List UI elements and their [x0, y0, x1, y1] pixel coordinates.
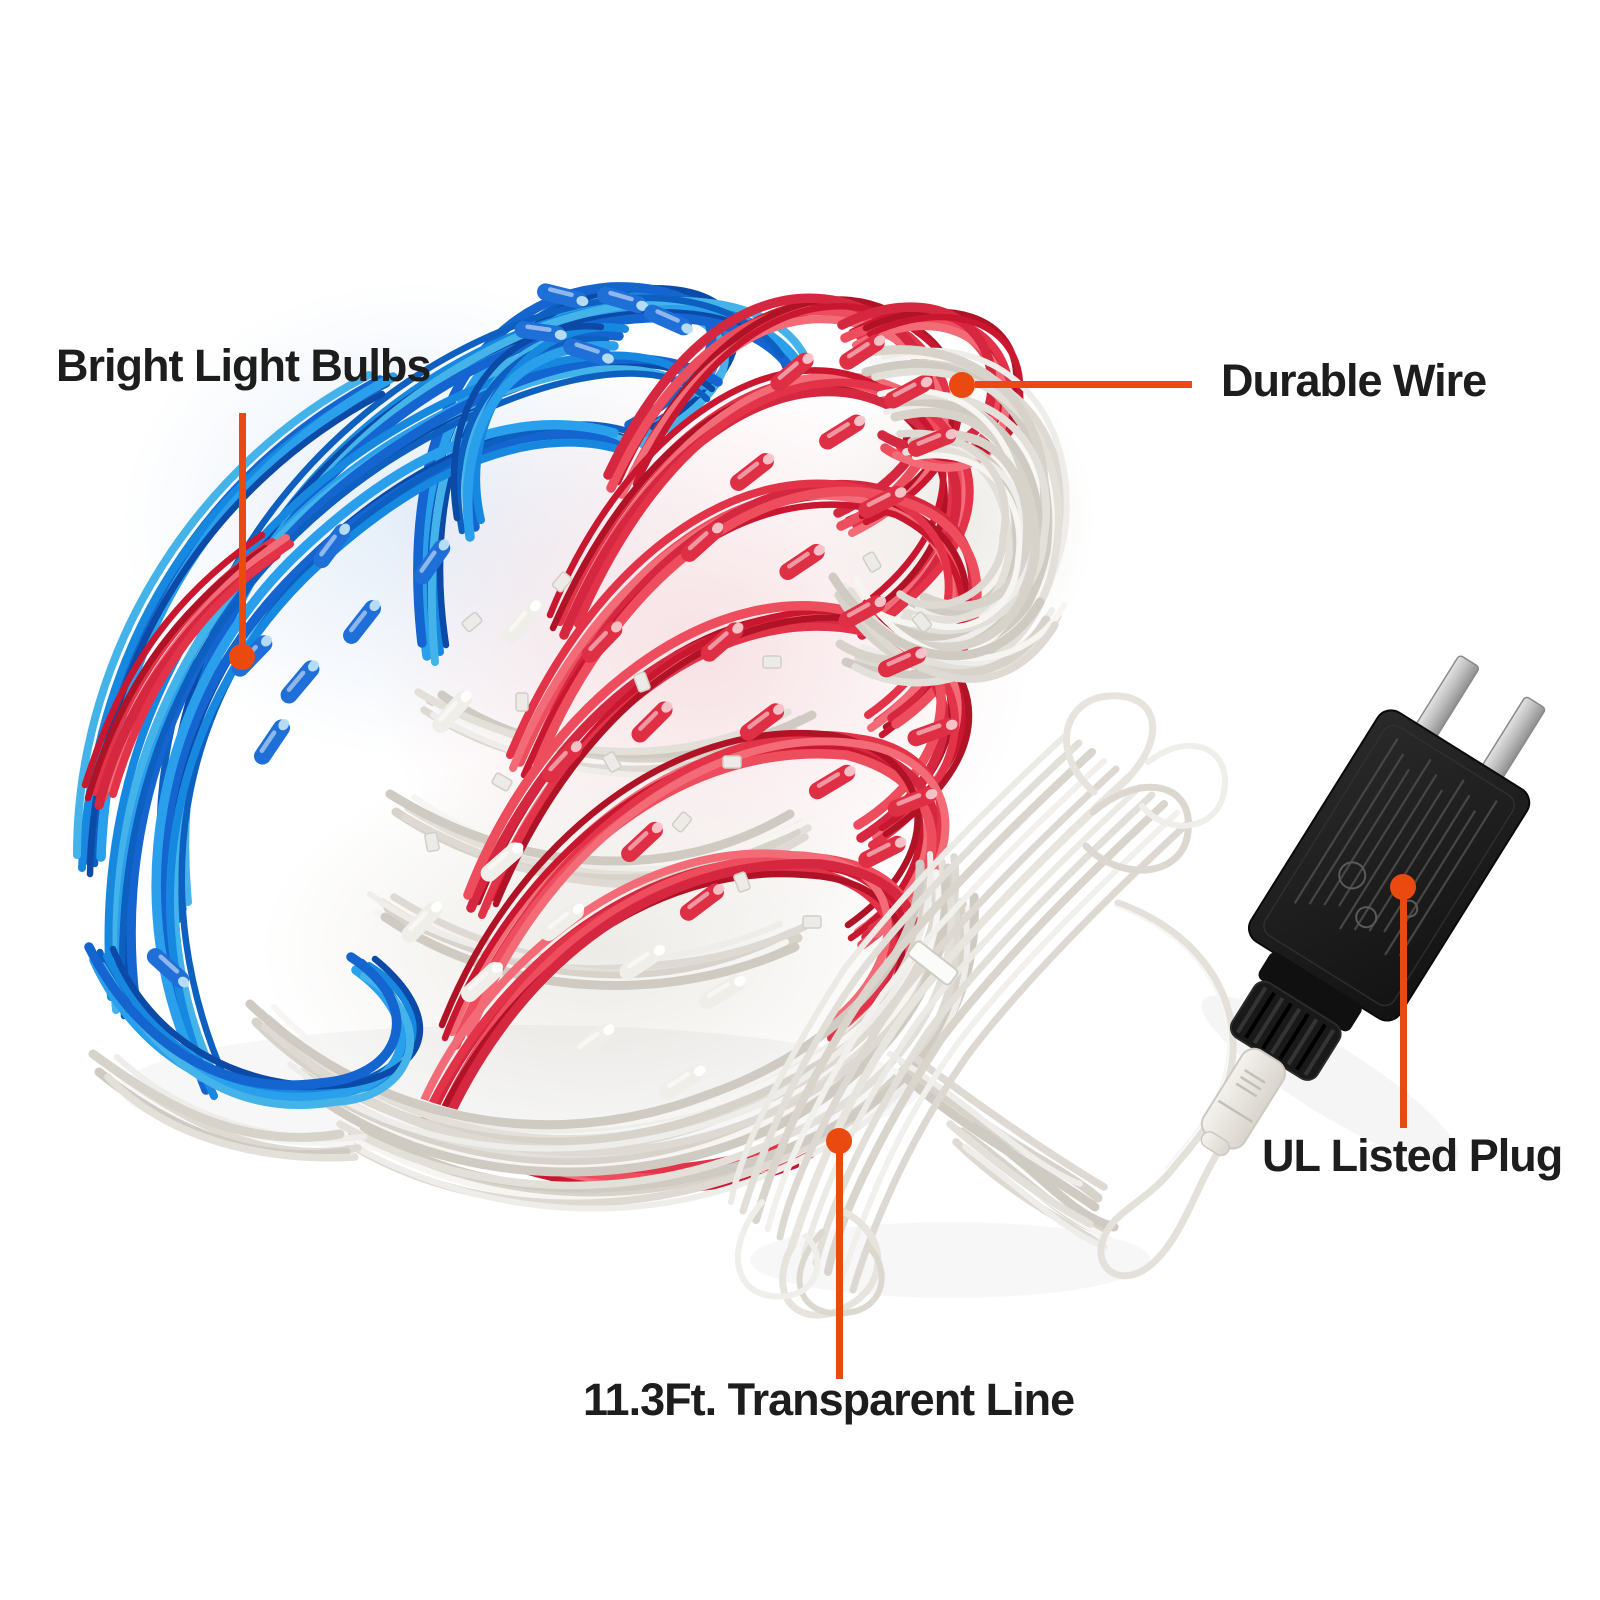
callout-dot-durable-wire — [949, 372, 975, 398]
annotation-transparent-line: 11.3Ft. Transparent Line — [583, 1374, 1075, 1425]
light-net-blue-wires-front — [84, 942, 424, 1110]
callout-line-ul-listed-plug — [1400, 898, 1407, 1128]
wire-clips — [424, 551, 933, 929]
light-net-blue-wires — [73, 282, 809, 1100]
lead-wire — [1097, 899, 1237, 1280]
power-adapter — [1200, 655, 1546, 1157]
transparent-line-coil — [728, 692, 1237, 1319]
adapter-warning-label — [1293, 738, 1498, 957]
adapter-collar — [1258, 952, 1362, 1032]
callout-dot-bright-light-bulbs — [229, 644, 255, 670]
coil-tie — [907, 940, 959, 986]
callout-dot-transparent-line — [826, 1128, 852, 1154]
annotation-durable-wire: Durable Wire — [1221, 355, 1487, 406]
annotation-ul-listed-plug: UL Listed Plug — [1262, 1130, 1563, 1181]
callout-line-durable-wire — [975, 381, 1192, 388]
callout-line-bright-light-bulbs — [239, 413, 246, 657]
callout-line-transparent-line — [836, 1152, 843, 1379]
knurl-ribs — [1235, 986, 1336, 1076]
connector-ridges — [1217, 1068, 1266, 1124]
light-bulbs — [146, 283, 958, 1100]
annotation-bright-light-bulbs: Bright Light Bulbs — [56, 340, 431, 391]
callout-dot-ul-listed-plug — [1390, 874, 1416, 900]
